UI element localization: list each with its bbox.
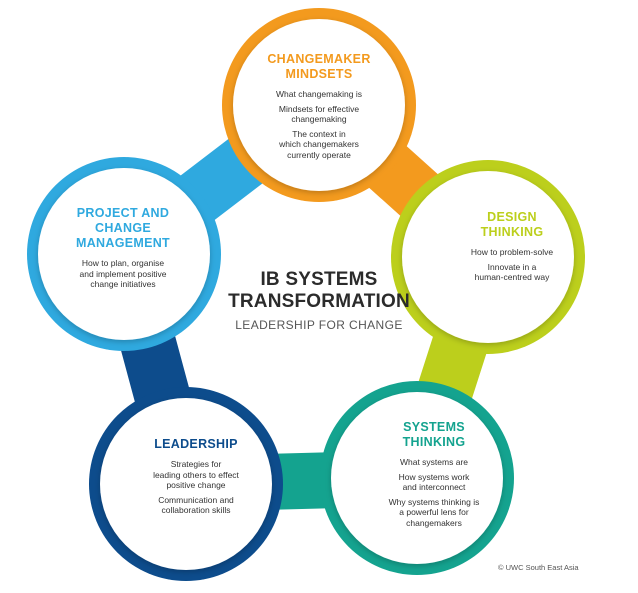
node-title-line: SYSTEMS — [403, 420, 465, 434]
node-item-line: Mindsets for effective — [278, 103, 360, 114]
node-item: Mindsets for effective changemaking — [244, 104, 394, 125]
node-item-line: The context in — [292, 128, 346, 139]
node-item-line: and interconnect — [402, 482, 466, 492]
node-item-line: and implement positive — [79, 268, 167, 279]
node-title: PROJECT AND CHANGE MANAGEMENT — [48, 206, 198, 251]
node-item-line: What changemaking is — [276, 89, 362, 99]
disc-design-thinking — [402, 171, 574, 343]
node-title: LEADERSHIP — [121, 437, 271, 452]
node-item: Innovate in a human-centred way — [437, 262, 587, 283]
node-project-and-change-management: PROJECT AND CHANGE MANAGEMENT How to pla… — [48, 206, 198, 294]
node-title-line: LEADERSHIP — [154, 437, 238, 451]
disc-systems-thinking — [331, 392, 503, 564]
node-title-line: MINDSETS — [285, 67, 353, 81]
node-item-line: changemakers — [406, 517, 462, 528]
node-design-thinking: DESIGN THINKING How to problem-solve Inn… — [437, 210, 587, 287]
diagram-center-title: IB SYSTEMS TRANSFORMATION LEADERSHIP FOR… — [219, 269, 419, 332]
node-item: How systems work and interconnect — [359, 472, 509, 493]
node-changemaker-mindsets: CHANGEMAKER MINDSETS What changemaking i… — [244, 52, 394, 164]
node-title-line: CHANGE — [95, 221, 151, 235]
node-item-line: Strategies for — [170, 459, 222, 469]
node-item: Strategies for leading others to effect … — [121, 459, 271, 491]
node-item-line: How to problem-solve — [470, 247, 554, 257]
node-item: How to plan, organise and implement posi… — [48, 258, 198, 290]
node-item-line: a powerful lens for — [399, 507, 469, 517]
node-leadership: LEADERSHIP Strategies for leading others… — [121, 437, 271, 520]
node-title: SYSTEMS THINKING — [359, 420, 509, 450]
node-title: CHANGEMAKER MINDSETS — [244, 52, 394, 82]
node-item: Why systems thinking is a powerful lens … — [359, 497, 509, 529]
node-item-line: human-centred way — [474, 272, 550, 282]
node-title: DESIGN THINKING — [437, 210, 587, 240]
disc-leadership — [100, 398, 272, 570]
node-title-line: DESIGN — [487, 210, 537, 224]
node-item: The context in which changemakers curren… — [244, 129, 394, 161]
node-title-line: THINKING — [480, 225, 544, 239]
node-item-line: Communication and — [158, 494, 234, 505]
disc-changemaker-mindsets — [233, 19, 405, 191]
node-item-line: which changemakers — [279, 139, 359, 149]
node-item-line: How to plan, organise — [81, 258, 165, 268]
node-item: How to problem-solve — [437, 247, 587, 258]
node-title-line: THINKING — [402, 435, 466, 449]
node-title-line: MANAGEMENT — [76, 236, 170, 250]
node-item-line: What systems are — [399, 457, 469, 467]
node-item-line: leading others to effect — [153, 469, 239, 480]
node-title-line: PROJECT AND — [76, 206, 170, 220]
node-item-line: Why systems thinking is — [388, 496, 480, 507]
center-title-line-1: IB SYSTEMS — [260, 269, 378, 290]
node-item-line: collaboration skills — [161, 505, 231, 515]
node-title-line: CHANGEMAKER — [267, 52, 371, 66]
node-item: Communication and collaboration skills — [121, 495, 271, 516]
node-item-line: change initiatives — [90, 279, 156, 289]
node-item-line: changemaking — [291, 114, 347, 124]
node-item-line: How systems work — [398, 471, 470, 482]
node-systems-thinking: SYSTEMS THINKING What systems are How sy… — [359, 420, 509, 532]
disc-project-and-change-management — [38, 168, 210, 340]
node-item: What changemaking is — [244, 89, 394, 100]
node-item: What systems are — [359, 457, 509, 468]
center-subtitle: LEADERSHIP FOR CHANGE — [235, 318, 403, 332]
node-item-line: positive change — [166, 480, 226, 490]
node-item-line: Innovate in a — [487, 261, 537, 272]
node-item-line: currently operate — [287, 149, 351, 160]
center-title-line-2: TRANSFORMATION — [228, 291, 410, 312]
copyright-notice: © UWC South East Asia — [498, 563, 579, 572]
